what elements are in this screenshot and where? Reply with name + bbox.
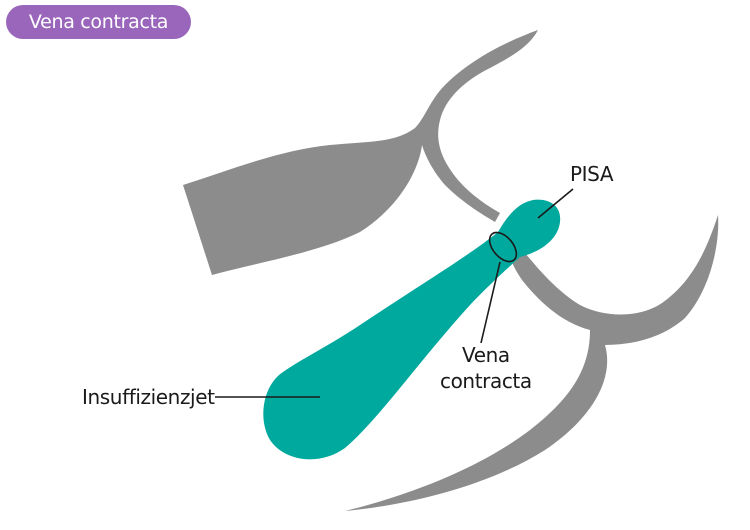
vena-contracta-leader-line	[480, 261, 501, 344]
vena-contracta-label-line1: Vena	[462, 343, 510, 367]
left-leaflet-shape	[183, 30, 538, 275]
vena-contracta-ring	[488, 231, 518, 263]
right-leaflet-shape	[345, 215, 719, 511]
pisa-label: PISA	[570, 162, 614, 186]
pisa-leader-line	[537, 188, 574, 219]
regurgitant-jet	[263, 199, 561, 460]
title-badge: Vena contracta	[6, 5, 191, 39]
vena-contracta-label-line2: contracta	[440, 369, 532, 393]
jet-label: Insuffizienzjet	[82, 385, 215, 409]
